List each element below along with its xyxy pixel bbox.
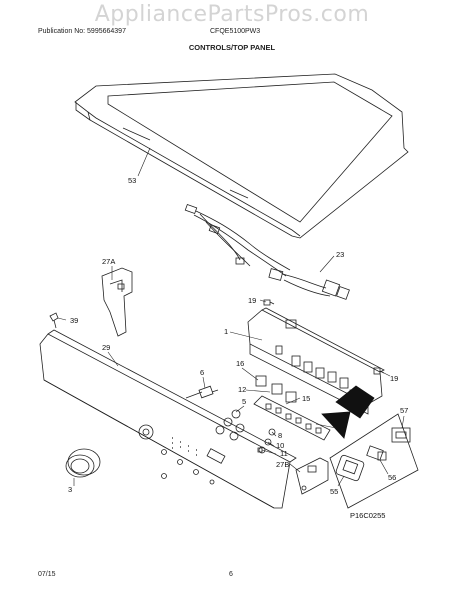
- callout-5: 5: [242, 397, 246, 406]
- callout-29: 29: [102, 343, 110, 352]
- screw-39-part[interactable]: [49, 312, 59, 329]
- callout-15: 15: [302, 394, 310, 403]
- callout-11: 11: [280, 449, 288, 458]
- callout-10: 10: [276, 441, 284, 450]
- wire-harness-part[interactable]: [184, 203, 350, 300]
- callout-19-upper: 19: [248, 296, 256, 305]
- callout-6: 6: [200, 368, 204, 377]
- callout-27a: 27A: [102, 257, 115, 266]
- buttons-5-part[interactable]: [215, 409, 245, 441]
- page-number: 6: [229, 571, 233, 578]
- top-panel-part[interactable]: [74, 73, 409, 239]
- inset-detail-box: [321, 385, 419, 509]
- callout-55: 55: [330, 487, 338, 496]
- switches-16-part[interactable]: [255, 375, 297, 403]
- callout-23: 23: [336, 250, 344, 259]
- lens-55-part[interactable]: [335, 454, 365, 482]
- led-56-part[interactable]: [366, 445, 387, 461]
- shaft-6-part[interactable]: [185, 385, 219, 399]
- display-57-part[interactable]: [391, 427, 411, 443]
- callout-12: 12: [238, 385, 246, 394]
- callout-39: 39: [70, 316, 78, 325]
- watermark-logo: AppliancePartsPros.com: [94, 2, 370, 27]
- callout-13: 13: [338, 425, 346, 434]
- callout-8: 8: [278, 431, 282, 440]
- callout-16: 16: [236, 359, 244, 368]
- console-panel-part[interactable]: [39, 329, 297, 509]
- bracket-27b-part[interactable]: [295, 457, 329, 495]
- callout-3: 3: [68, 485, 72, 494]
- callout-53: 53: [128, 176, 136, 185]
- knob-3-part[interactable]: [65, 448, 101, 478]
- publication-number: Publication No: 5995664397: [38, 28, 126, 35]
- callout-57: 57: [400, 406, 408, 415]
- leader-lines: [57, 147, 405, 487]
- footer-date: 07/15: [38, 571, 56, 578]
- page-title: CONTROLS/TOP PANEL: [188, 43, 276, 52]
- bracket-27a-part[interactable]: [101, 267, 133, 337]
- diagram-code: P16C0255: [350, 511, 385, 520]
- screw-19-upper-part[interactable]: [263, 299, 275, 306]
- callout-1: 1: [224, 327, 228, 336]
- callout-19-lower: 19: [390, 374, 398, 383]
- model-number: CFQE5100PW3: [210, 28, 261, 35]
- callout-56: 56: [388, 473, 396, 482]
- keypad-15-part[interactable]: [253, 395, 331, 441]
- callout-27b: 27B: [276, 460, 289, 469]
